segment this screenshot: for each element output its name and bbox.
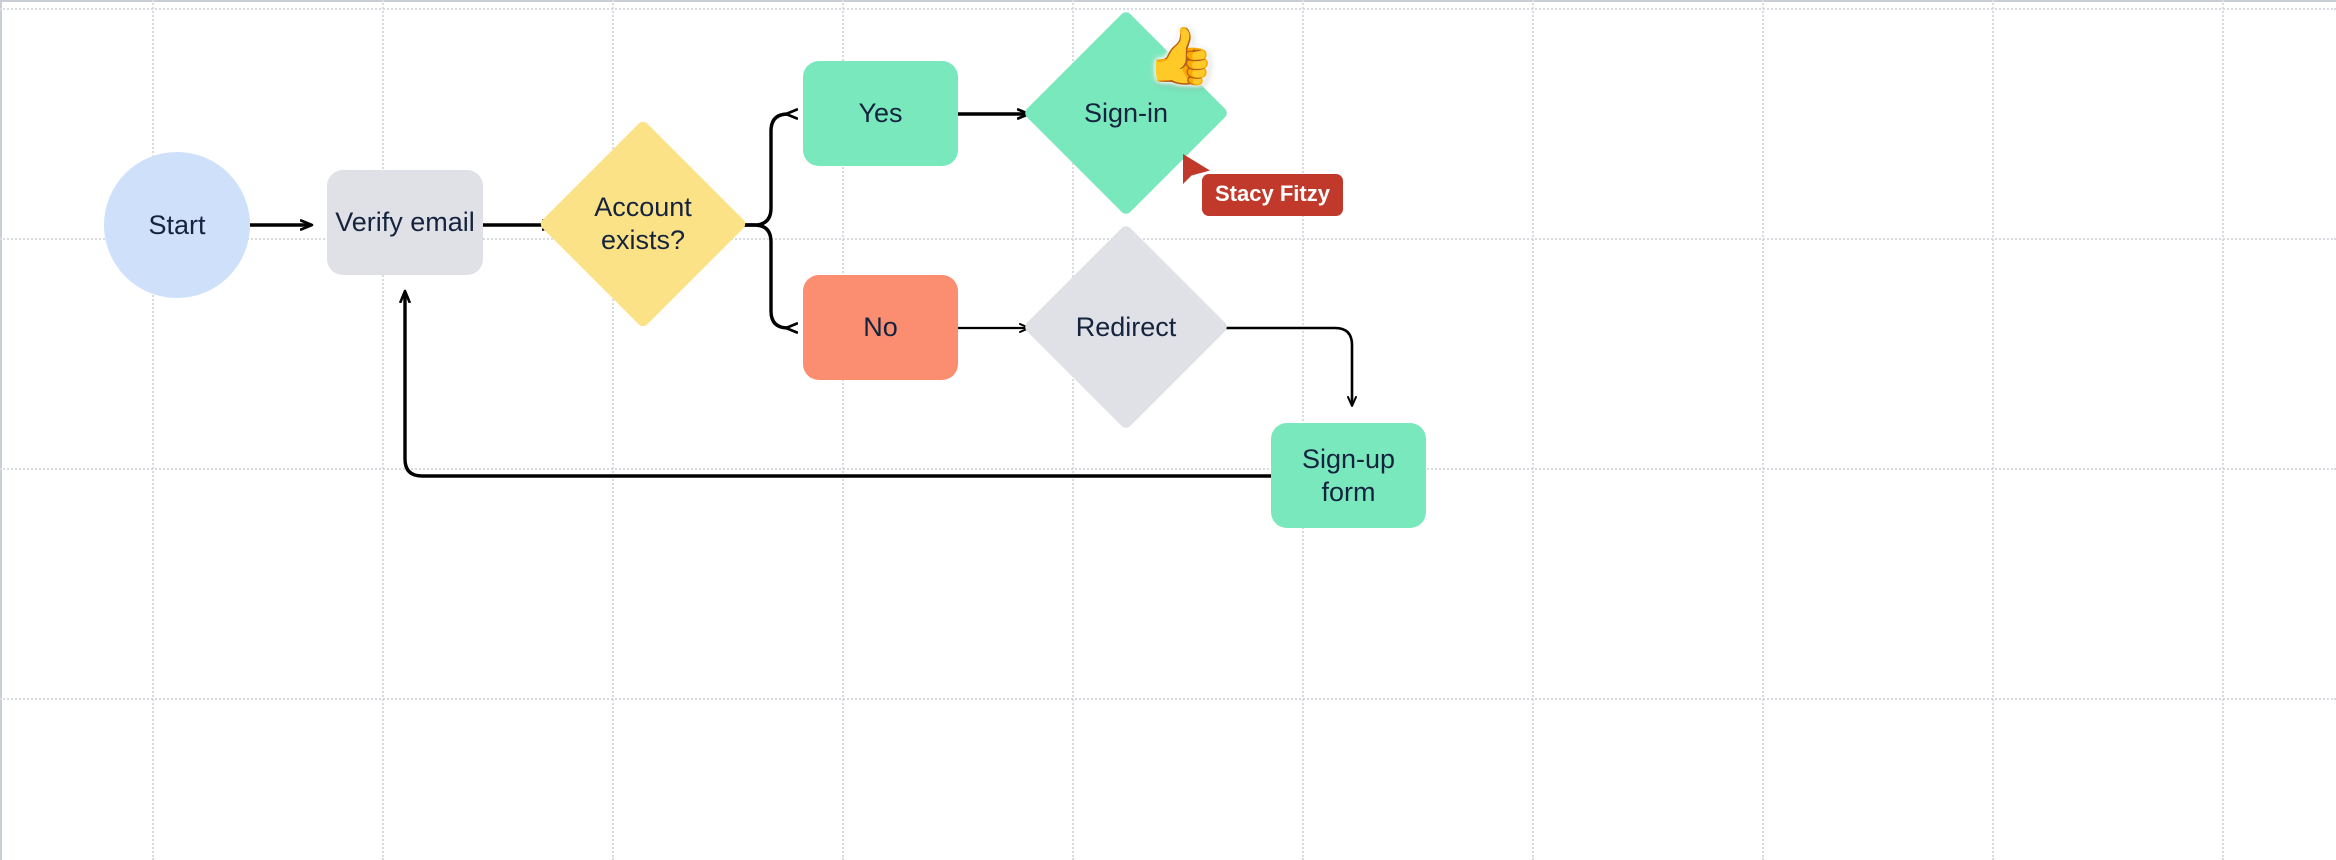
- cursor-arrow-icon: [1183, 154, 1210, 184]
- grid-line-vertical: [1532, 0, 1534, 860]
- node-start[interactable]: Start: [104, 152, 250, 298]
- node-redirect-label: Redirect: [1075, 311, 1177, 342]
- node-verify-email[interactable]: Verify email: [327, 170, 483, 275]
- grid-line-horizontal: [0, 698, 2336, 700]
- node-verify-email-label: Verify email: [335, 207, 475, 238]
- node-sign-in-label: Sign-in: [1083, 97, 1169, 128]
- node-sign-up-form[interactable]: Sign-up form: [1271, 423, 1426, 528]
- grid-line-vertical: [1762, 0, 1764, 860]
- node-account-exists-label: Account exists?: [594, 192, 692, 255]
- node-yes[interactable]: Yes: [803, 61, 958, 166]
- grid-line-vertical: [2222, 0, 2224, 860]
- grid-line-vertical: [382, 0, 384, 860]
- grid-line-vertical: [612, 0, 614, 860]
- node-no-label: No: [863, 312, 898, 343]
- node-redirect[interactable]: Redirect: [1022, 223, 1230, 431]
- node-sign-in[interactable]: Sign-in: [1022, 9, 1230, 217]
- node-sign-up-form-label: Sign-up form: [1301, 443, 1396, 507]
- grid-line-vertical: [152, 0, 154, 860]
- grid-line-horizontal: [0, 468, 2336, 470]
- node-start-label: Start: [148, 209, 206, 240]
- node-no[interactable]: No: [803, 275, 958, 380]
- node-yes-label: Yes: [858, 98, 903, 129]
- grid-line-horizontal: [0, 8, 2336, 10]
- grid-line-vertical: [1992, 0, 1994, 860]
- thumbs-up-icon: 👍: [1146, 24, 1216, 87]
- cursor-name-label: Stacy Fitzy: [1202, 174, 1343, 216]
- node-account-exists[interactable]: Account exists?: [538, 119, 748, 329]
